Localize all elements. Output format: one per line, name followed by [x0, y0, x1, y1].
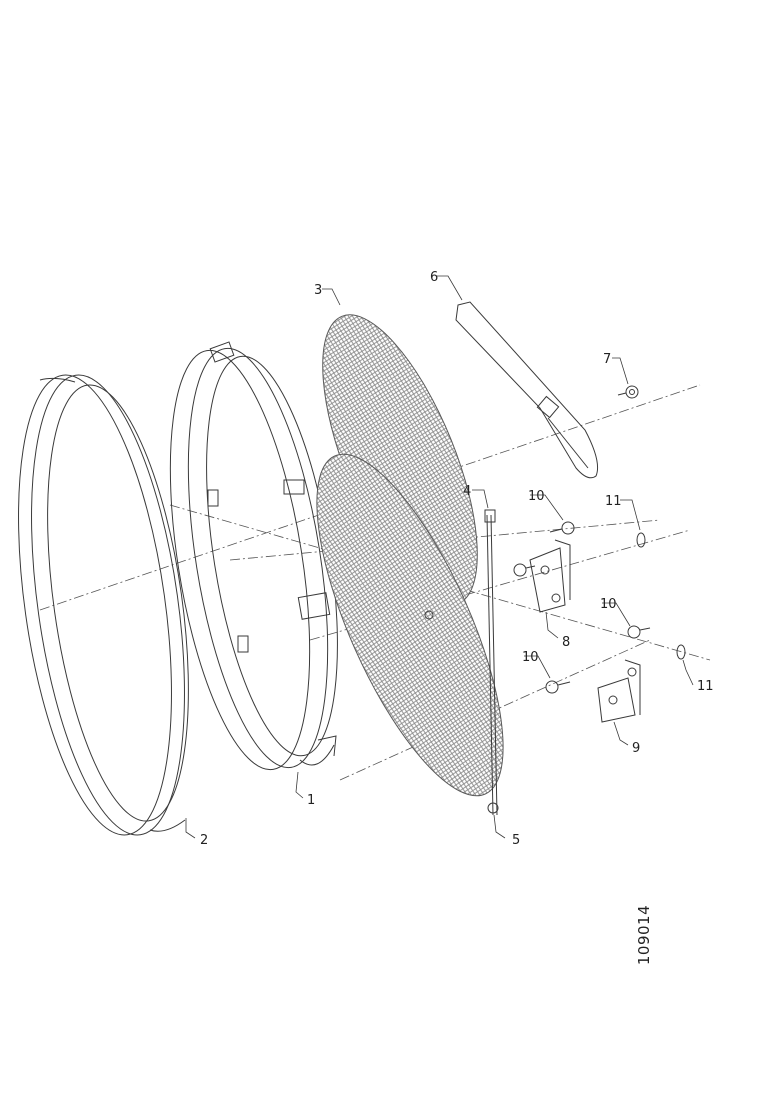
label-3: 3	[314, 283, 322, 298]
label-10-upper: 10	[528, 489, 545, 504]
label-1: 1	[307, 793, 315, 808]
screws-10	[513, 521, 651, 694]
label-6: 6	[430, 270, 438, 285]
label-2: 2	[200, 833, 208, 848]
label-4: 4	[463, 484, 471, 499]
label-11-lower: 11	[697, 679, 714, 694]
mounting-bracket-9	[597, 659, 641, 723]
label-9: 9	[632, 741, 640, 756]
leader-lines	[185, 275, 694, 839]
filter-mesh-front	[316, 453, 504, 797]
reference-code: 109014	[635, 904, 653, 966]
support-rod	[424, 509, 499, 816]
label-5: 5	[512, 833, 520, 848]
label-7: 7	[603, 352, 611, 367]
label-8: 8	[562, 635, 570, 650]
label-11-upper: 11	[605, 494, 622, 509]
label-10-lower: 10	[522, 650, 539, 665]
mounting-bracket-8	[529, 539, 571, 613]
label-10-right: 10	[600, 597, 617, 612]
strap-bracket	[455, 301, 599, 479]
washers-11	[636, 532, 686, 660]
part-labels: 3 6 7 4 10 11 10 10 11 8 9 1 2 5	[200, 270, 714, 848]
nut-7	[617, 385, 639, 399]
outer-ring	[18, 374, 189, 836]
